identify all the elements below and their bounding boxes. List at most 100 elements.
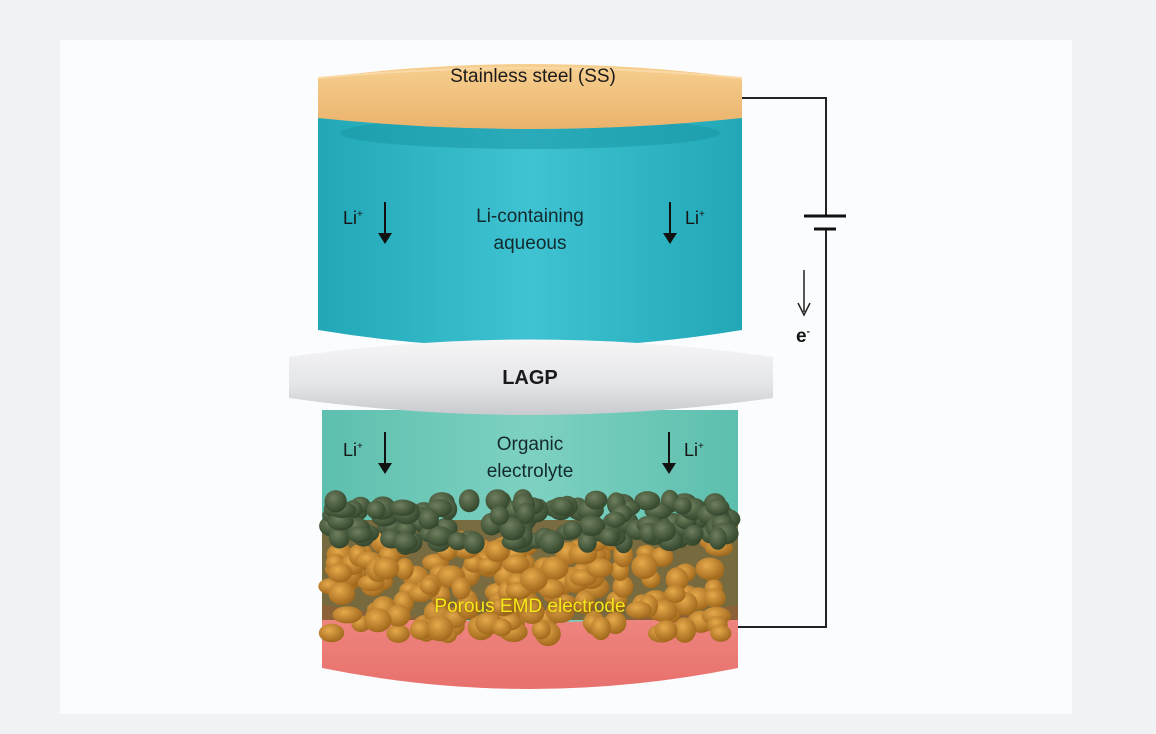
pellet xyxy=(502,554,530,574)
pellet xyxy=(585,558,614,578)
li-ion-charge: + xyxy=(357,441,363,452)
pellet xyxy=(710,625,732,642)
pellet xyxy=(491,618,512,637)
pellet xyxy=(651,546,674,568)
pellet xyxy=(455,594,481,620)
li-ion-text: Li xyxy=(685,208,700,228)
pellet xyxy=(451,577,471,600)
electrode-text: Porous EMD electrode xyxy=(434,596,626,617)
organic-label-line1: Organic xyxy=(496,434,564,455)
li-ion-charge: + xyxy=(357,209,363,220)
aqueous-label: Li-containing aqueous xyxy=(410,203,650,257)
pellet xyxy=(419,577,439,595)
pellet xyxy=(366,500,386,519)
pellet xyxy=(485,489,510,512)
pellet xyxy=(318,623,345,643)
pellet xyxy=(499,517,526,541)
pellet xyxy=(447,532,468,551)
down-arrow-icon xyxy=(663,202,677,244)
li-ion-text: Li xyxy=(343,440,358,460)
pellet xyxy=(578,515,606,536)
li-ion-label-top-left: Li+ xyxy=(343,208,363,229)
li-ion-label-bottom-right: Li+ xyxy=(684,440,704,461)
electrode-pellets xyxy=(318,489,741,647)
organic-label-line2: electrolyte xyxy=(486,461,574,482)
pellet xyxy=(665,567,689,592)
down-arrow-icon xyxy=(662,432,676,474)
organic-label: Organic electrolyte xyxy=(420,431,640,485)
pellet xyxy=(599,527,619,546)
lagp-label: LAGP xyxy=(470,367,590,390)
pellet xyxy=(695,557,724,581)
li-ion-label-top-right: Li+ xyxy=(685,208,705,229)
pellet xyxy=(538,530,565,554)
pellet xyxy=(612,575,634,598)
li-ion-charge: + xyxy=(698,441,704,452)
pellet xyxy=(462,532,485,554)
pellet xyxy=(327,563,353,583)
pellet xyxy=(545,599,575,624)
pellet xyxy=(489,505,509,526)
pellet xyxy=(328,526,350,549)
pellet xyxy=(625,601,652,619)
external-wire xyxy=(738,97,827,628)
pellet xyxy=(373,556,399,580)
pellet xyxy=(708,527,727,550)
pellet xyxy=(487,598,516,615)
aqueous-label-line1: Li-containing xyxy=(476,206,584,227)
battery-symbol-icon xyxy=(804,214,846,231)
pellet xyxy=(328,582,355,606)
pellet xyxy=(392,532,418,552)
aqueous-label-line2: aqueous xyxy=(493,233,567,254)
pellet xyxy=(705,498,730,516)
li-ion-text: Li xyxy=(343,208,358,228)
pellet xyxy=(519,600,545,624)
electron-arrow-icon xyxy=(797,270,811,317)
pellet xyxy=(604,511,626,528)
pellet xyxy=(631,553,658,580)
pellet xyxy=(584,490,608,510)
pellet xyxy=(684,524,704,543)
pellet xyxy=(540,556,569,580)
pellet xyxy=(651,520,676,542)
pellet xyxy=(654,620,678,642)
lagp-text: LAGP xyxy=(502,367,558,389)
pellet xyxy=(389,499,416,516)
pellet xyxy=(332,606,363,624)
electron-text: e xyxy=(796,326,807,347)
lagp-disc xyxy=(289,339,773,415)
pellet xyxy=(550,497,574,516)
electrode-label: Porous EMD electrode xyxy=(380,596,680,618)
stainless-steel-label: Stainless steel (SS) xyxy=(400,66,666,88)
stainless-steel-cap xyxy=(317,64,743,129)
pellet xyxy=(673,617,696,643)
pellet xyxy=(386,624,410,643)
down-arrow-icon xyxy=(378,202,392,244)
pellet xyxy=(395,557,414,580)
pellet xyxy=(364,608,392,633)
pellet xyxy=(520,567,548,592)
pellet xyxy=(703,588,726,608)
li-ion-label-bottom-left: Li+ xyxy=(343,440,363,461)
electron-label: e- xyxy=(796,326,810,348)
pellet xyxy=(672,497,692,515)
pellet xyxy=(417,508,439,530)
pellet xyxy=(634,491,661,511)
li-ion-charge: + xyxy=(699,209,705,220)
electron-charge: - xyxy=(806,326,810,338)
pellet xyxy=(426,526,453,547)
pellet xyxy=(578,531,597,553)
pellet xyxy=(458,489,480,513)
pellet xyxy=(409,619,432,640)
pellet xyxy=(516,502,535,524)
pellet xyxy=(531,619,551,640)
pellet xyxy=(664,585,686,603)
pellet xyxy=(562,520,583,540)
pellet xyxy=(590,616,611,641)
pellet xyxy=(347,526,373,543)
pellet xyxy=(427,615,454,642)
li-ion-text: Li xyxy=(684,440,699,460)
stainless-steel-text: Stainless steel (SS) xyxy=(450,66,616,87)
pellet xyxy=(324,490,347,513)
